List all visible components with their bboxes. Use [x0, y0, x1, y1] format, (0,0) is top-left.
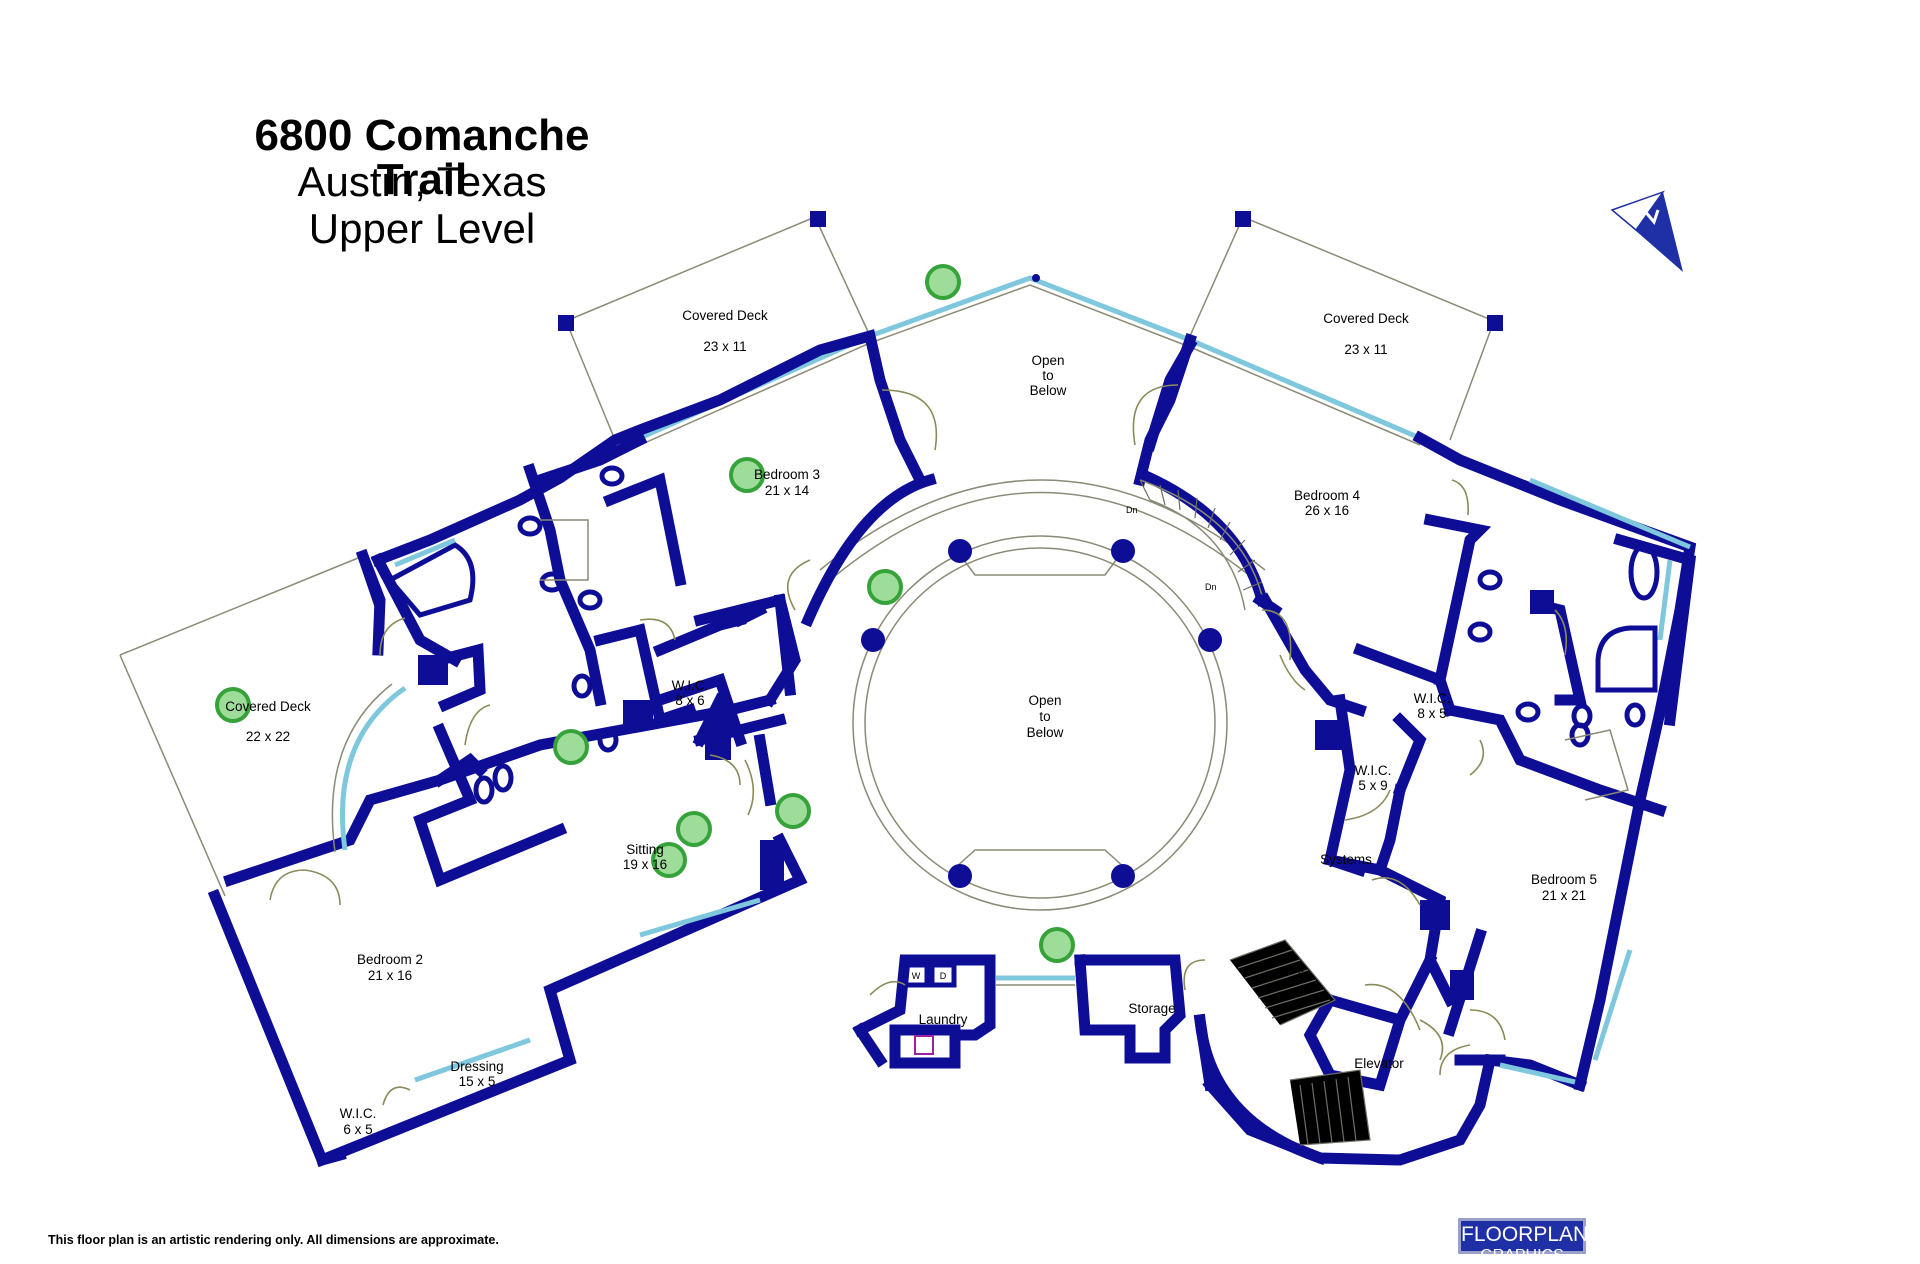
left-wing-walls	[223, 432, 801, 890]
room-wic-2-name: W.I.C.	[1414, 691, 1451, 706]
room-bedroom-4-size: 26 x 16	[1305, 503, 1349, 518]
room-dressing-name: Dressing	[450, 1059, 503, 1074]
room-sitting-size: 19 x 16	[623, 857, 667, 872]
logo-line-2: GRAPHICS	[1480, 1247, 1564, 1264]
storage-room	[1074, 954, 1186, 1064]
room-covered-deck-1-size: 23 x 11	[703, 339, 746, 354]
room-wic-4-size: 6 x 5	[343, 1122, 372, 1137]
marker-3[interactable]	[867, 569, 903, 605]
marker-8[interactable]	[651, 842, 687, 878]
room-systems-name: Systems	[1320, 852, 1372, 867]
location-markers	[215, 264, 1075, 963]
room-covered-deck-2-name: Covered Deck	[1323, 311, 1409, 326]
covered-deck-left-outline	[119, 555, 364, 897]
marker-4[interactable]	[215, 687, 251, 723]
covered-deck-top-left-outline	[558, 211, 871, 441]
marker-6[interactable]	[775, 793, 811, 829]
marker-9[interactable]	[1039, 927, 1075, 963]
room-wic-3-name: W.I.C.	[1355, 763, 1392, 778]
page-title-address: 6800 Comanche Trail	[254, 111, 590, 204]
room-wic-2-size: 8 x 5	[1417, 706, 1446, 721]
room-bedroom-5-size: 21 x 21	[1542, 888, 1586, 903]
page-subtitle-level: Upper Level	[308, 205, 536, 252]
covered-deck-top-right-outline	[1189, 211, 1503, 441]
stair-label-dn-3: Dn	[1298, 969, 1310, 979]
room-covered-deck-3-name: Covered Deck	[225, 699, 311, 714]
room-elevator-name: Elevator	[1354, 1056, 1404, 1071]
room-dressing-size: 15 x 5	[459, 1074, 496, 1089]
room-bedroom-4-name: Bedroom 4	[1294, 488, 1361, 503]
door-swings	[269, 384, 1568, 1106]
room-bedroom-5-name: Bedroom 5	[1531, 872, 1597, 887]
room-wic-1-size: 8 x 6	[675, 693, 704, 708]
footer-disclaimer: This floor plan is an artistic rendering…	[48, 1233, 499, 1247]
stair-label-dn-2: Dn	[1205, 582, 1217, 592]
room-wic-4-name: W.I.C.	[340, 1106, 377, 1121]
room-wic-1-name: W.I.C.	[672, 678, 709, 693]
floorplan-graphics-logo: FLOORPLAN GRAPHICS	[1458, 1218, 1589, 1264]
marker-1[interactable]	[925, 264, 961, 300]
room-storage-name: Storage	[1128, 1001, 1175, 1016]
room-bedroom-2-name: Bedroom 2	[357, 952, 423, 967]
room-sitting-name: Sitting	[626, 842, 664, 857]
room-covered-deck-2-size: 23 x 11	[1344, 342, 1387, 357]
washer-label: W	[912, 971, 921, 981]
marker-7[interactable]	[676, 811, 712, 847]
laundry-room: W D	[852, 954, 1075, 1069]
page-subtitle-city: Austin, Texas	[297, 158, 547, 205]
room-bedroom-3-size: 21 x 14	[765, 483, 810, 498]
room-wic-3-size: 5 x 9	[1358, 778, 1387, 793]
north-arrow-icon	[1610, 190, 1683, 272]
marker-5[interactable]	[553, 729, 589, 765]
bathroom-fixtures	[473, 465, 1660, 805]
marker-2[interactable]	[729, 457, 765, 493]
stair-label-dn-1: Dn	[1126, 505, 1138, 515]
logo-line-1: FLOORPLAN	[1461, 1223, 1589, 1246]
room-covered-deck-3-size: 22 x 22	[246, 729, 290, 744]
room-laundry-name: Laundry	[919, 1012, 968, 1027]
bottom-stair	[1229, 939, 1371, 1146]
room-bedroom-3-name: Bedroom 3	[754, 467, 820, 482]
dryer-label: D	[940, 971, 947, 981]
room-bedroom-2-size: 21 x 16	[368, 968, 412, 983]
room-covered-deck-1-name: Covered Deck	[682, 308, 768, 323]
